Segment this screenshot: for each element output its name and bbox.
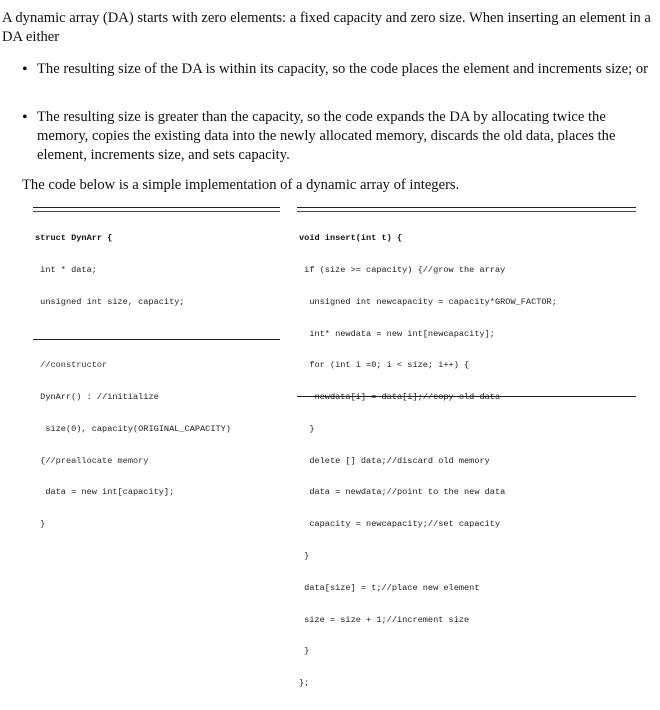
code-listing-right-body: void insert(int t) { if (size >= capacit… — [299, 212, 557, 710]
code-line: } — [299, 551, 310, 561]
code-line: }; — [299, 678, 310, 689]
code-line: size = size + 1;//increment size — [299, 614, 470, 625]
code-line: if (size >= capacity) {//grow the array — [299, 264, 506, 275]
code-line: DynArr() : //initialize — [35, 392, 159, 403]
code-line: {//preallocate memory — [35, 455, 149, 466]
code-line: data = new int[capacity]; — [35, 487, 175, 498]
code-line — [35, 329, 231, 340]
code-line: struct DynArr { — [35, 233, 113, 244]
bullet-item-1-text: The resulting size of the DA is within i… — [37, 61, 648, 77]
code-listing-left: struct DynArr { int * data; unsigned int… — [33, 207, 280, 529]
code-line: for (int i =0; i < size; i++) { — [299, 360, 470, 371]
bullet-marker-2: • — [22, 109, 28, 126]
bullet-marker-1: • — [22, 61, 28, 78]
code-line: unsigned int size, capacity; — [35, 296, 185, 307]
code-line: } — [299, 423, 315, 434]
bullet-item-2-text: The resulting size is greater than the c… — [37, 109, 616, 163]
code-line: } — [299, 646, 310, 657]
code-listing-right-header-rule — [297, 211, 636, 212]
code-intro-paragraph: The code below is a simple implementatio… — [22, 176, 642, 195]
code-line: data = newdata;//point to the new data — [299, 487, 506, 498]
code-line: //constructor — [35, 360, 108, 371]
intro-paragraph: A dynamic array (DA) starts with zero el… — [2, 9, 654, 47]
code-listing-left-header-rule — [33, 211, 280, 212]
code-line: capacity = newcapacity;//set capacity — [299, 519, 501, 530]
bullet-item-2: The resulting size is greater than the c… — [37, 108, 657, 165]
code-line: } — [35, 519, 46, 530]
code-line: int * data; — [35, 264, 97, 275]
code-listing-right: void insert(int t) { if (size >= capacit… — [297, 207, 636, 688]
code-line: unsigned int newcapacity = capacity*GROW… — [299, 296, 557, 307]
code-listing-left-body: struct DynArr { int * data; unsigned int… — [35, 212, 231, 551]
code-line: void insert(int t) { — [299, 233, 403, 244]
code-intro-text: The code below is a simple implementatio… — [22, 177, 460, 193]
code-line: delete [] data;//discard old memory — [299, 455, 490, 466]
code-line: int* newdata = new int[newcapacity]; — [299, 328, 495, 339]
code-line: size(0), capacity(ORIGINAL_CAPACITY) — [35, 423, 231, 434]
code-line: data[size] = t;//place new element — [299, 582, 480, 593]
bullet-item-1: The resulting size of the DA is within i… — [37, 60, 657, 79]
code-line: newdata[i] = data[i];//copy old data — [299, 392, 501, 403]
intro-text: A dynamic array (DA) starts with zero el… — [2, 10, 651, 45]
